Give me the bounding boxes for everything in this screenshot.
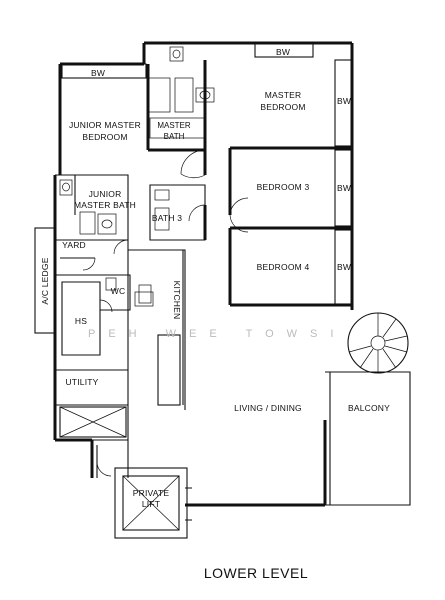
master-bedroom-label: BEDROOM bbox=[260, 102, 305, 112]
master-bedroom-label: MASTER bbox=[265, 90, 302, 100]
plan-caption: LOWER LEVEL bbox=[204, 565, 308, 581]
watermark: PEH WEE TOWSI bbox=[88, 328, 346, 340]
shower-icon bbox=[79, 211, 96, 235]
bw-label: BW bbox=[337, 183, 351, 193]
private-lift bbox=[114, 467, 192, 539]
utility-label: UTILITY bbox=[65, 377, 98, 387]
interior-walls bbox=[55, 60, 352, 478]
storage-cabinet bbox=[59, 406, 127, 438]
bath-3-label: BATH 3 bbox=[152, 213, 182, 223]
bw-label: BW bbox=[276, 47, 290, 57]
shower-icon bbox=[154, 207, 170, 231]
room-labels: BW BW BW BW BW JUNIOR MASTER BEDROOM MAS… bbox=[40, 47, 390, 509]
kitchen-label: KITCHEN bbox=[172, 281, 182, 320]
ac-ledge-label: A/C LEDGE bbox=[40, 257, 50, 304]
basin-icon bbox=[97, 213, 117, 235]
door-swings bbox=[82, 149, 249, 477]
toilet-icon bbox=[169, 46, 184, 62]
yard-label: YARD bbox=[62, 240, 86, 250]
sink-icon bbox=[134, 291, 154, 307]
bay-window-bedroom-4 bbox=[334, 229, 353, 305]
private-lift-label: LIFT bbox=[142, 499, 160, 509]
exterior-walls bbox=[53, 41, 411, 507]
toilet-icon bbox=[154, 189, 170, 201]
bw-label: BW bbox=[91, 68, 105, 78]
vanity-icon bbox=[147, 77, 171, 113]
junior-master-bath-label: JUNIOR bbox=[89, 189, 122, 199]
fixtures bbox=[59, 46, 215, 438]
bathtub-icon bbox=[149, 117, 206, 139]
toilet-icon bbox=[59, 179, 73, 196]
bw-label: BW bbox=[337, 262, 351, 272]
bedroom-4-label: BEDROOM 4 bbox=[257, 262, 310, 272]
hs-label: HS bbox=[75, 316, 87, 326]
living-dining-label: LIVING / DINING bbox=[234, 403, 302, 413]
junior-master-bedroom-label: JUNIOR MASTER bbox=[69, 120, 141, 130]
ac-ledge-box bbox=[34, 227, 56, 334]
bay-window-bedroom-3 bbox=[334, 149, 353, 227]
master-bath-label: BATH bbox=[164, 132, 185, 141]
bay-window-top-right bbox=[254, 42, 314, 58]
junior-master-bath-label: MASTER BATH bbox=[74, 200, 136, 210]
private-lift-label: PRIVATE bbox=[133, 488, 170, 498]
basin-icon bbox=[195, 87, 215, 103]
spiral-staircase bbox=[347, 312, 409, 374]
balcony-label: BALCONY bbox=[348, 403, 390, 413]
master-bath-label: MASTER bbox=[157, 121, 191, 130]
bedroom-3-label: BEDROOM 3 bbox=[257, 182, 310, 192]
bay-windows bbox=[61, 42, 353, 305]
wc-label: WC bbox=[111, 286, 126, 296]
bay-window-master bbox=[334, 59, 353, 147]
bw-label: BW bbox=[337, 96, 351, 106]
bay-window-top-left bbox=[61, 63, 147, 79]
toilet-icon bbox=[105, 277, 117, 291]
junior-master-bedroom-label: BEDROOM bbox=[82, 132, 127, 142]
